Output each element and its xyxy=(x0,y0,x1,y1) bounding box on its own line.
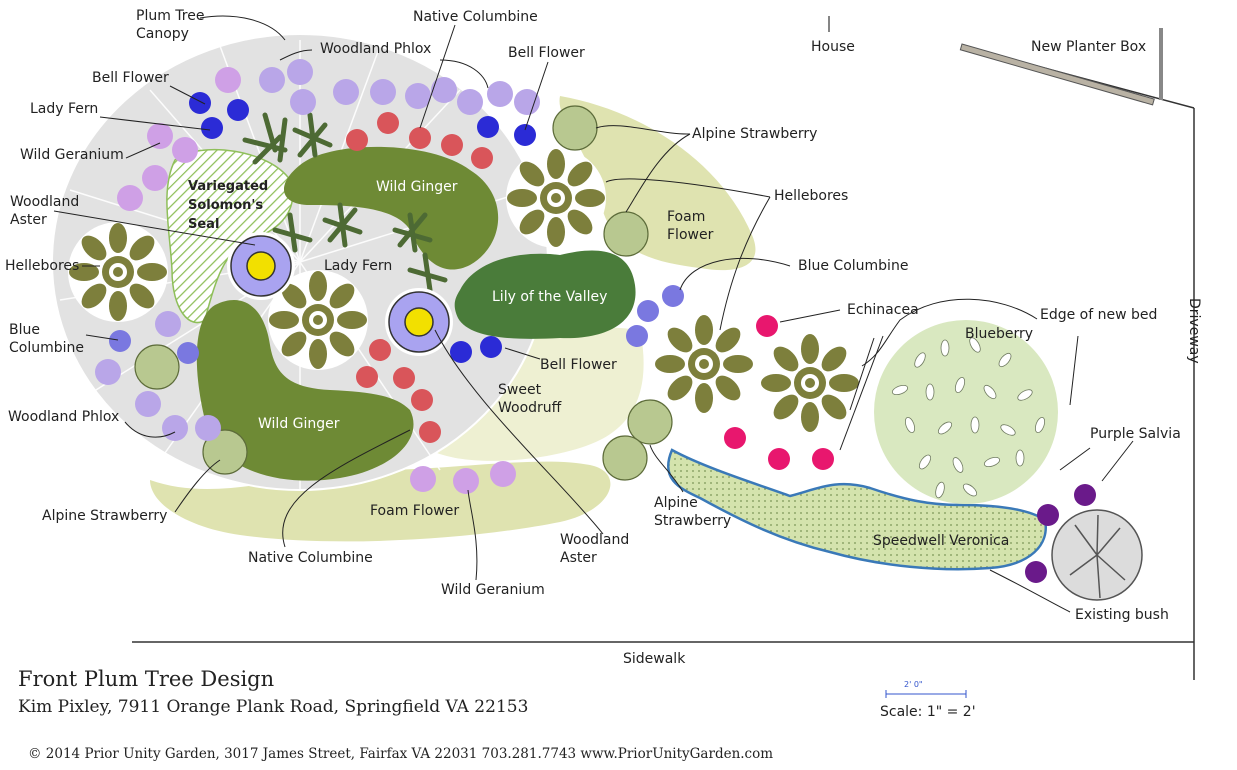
label-native-columbine-bottom: Native Columbine xyxy=(248,550,373,566)
purple-salvia xyxy=(1025,484,1096,583)
client-address: Kim Pixley, 7911 Orange Plank Road, Spri… xyxy=(18,697,529,717)
woodland-phlox xyxy=(95,59,540,441)
scale-bar xyxy=(885,690,967,698)
blue-columbine xyxy=(109,285,684,364)
lady-ferns xyxy=(242,112,448,293)
hellebore-center xyxy=(268,270,368,370)
lily-of-the-valley-bed xyxy=(454,250,636,339)
label-variegated-solomons-seal: Variegated Solomon's Seal xyxy=(188,179,269,232)
label-lily-of-the-valley: Lily of the Valley xyxy=(492,289,608,305)
wild-ginger-top xyxy=(283,146,499,270)
label-hellebores-right: Hellebores xyxy=(774,188,849,204)
wild-geranium xyxy=(117,67,516,494)
alpine-strawberries xyxy=(134,105,673,481)
label-woodland-aster-left: Woodland Aster xyxy=(10,194,80,228)
label-plum-tree-canopy: Plum Tree Canopy xyxy=(136,8,205,42)
hellebore-left xyxy=(68,222,168,322)
design-title: Front Plum Tree Design xyxy=(18,667,275,691)
woodland-aster-left xyxy=(227,232,295,300)
label-edge-of-new-bed: Edge of new bed xyxy=(1040,307,1158,323)
existing-bush-branches xyxy=(1069,514,1126,599)
label-purple-salvia: Purple Salvia xyxy=(1090,426,1181,442)
label-alpine-strawberry-left: Alpine Strawberry xyxy=(42,508,168,524)
label-alpine-strawberry-top: Alpine Strawberry xyxy=(692,126,818,142)
hellebore-right-1 xyxy=(654,314,754,414)
label-wild-geranium-left: Wild Geranium xyxy=(20,147,124,163)
blueberry xyxy=(874,320,1058,504)
label-wild-geranium-bottom: Wild Geranium xyxy=(441,582,545,598)
blueberry-leaves xyxy=(891,337,1046,499)
native-columbine xyxy=(346,112,493,443)
label-bell-flower-top: Bell Flower xyxy=(508,45,585,61)
label-foam-flower-right: Foam Flower xyxy=(667,209,714,243)
bell-flowers xyxy=(189,92,536,363)
leader-lines xyxy=(53,15,1134,613)
label-wild-ginger-top: Wild Ginger xyxy=(376,179,458,195)
new-planter-box xyxy=(959,43,1155,106)
label-woodland-aster-bottom: Woodland Aster xyxy=(560,532,630,566)
copyright-line: © 2014 Prior Unity Garden, 3017 James St… xyxy=(28,746,774,762)
label-driveway: Driveway xyxy=(1186,298,1202,364)
label-existing-bush: Existing bush xyxy=(1075,607,1169,623)
woodland-aster-center xyxy=(385,288,453,356)
label-foam-flower-bottom: Foam Flower xyxy=(370,503,460,519)
hellebore-right-2 xyxy=(760,333,860,433)
solomons-seal-bed xyxy=(166,148,294,324)
scale-text: Scale: 1" = 2' xyxy=(880,704,976,720)
label-bell-flower-top-left: Bell Flower xyxy=(92,70,169,86)
label-wild-ginger-bottom: Wild Ginger xyxy=(258,416,340,432)
label-new-planter-box: New Planter Box xyxy=(1031,39,1147,55)
scale-bar-label: 2' 0" xyxy=(904,680,923,689)
label-woodland-phlox-top: Woodland Phlox xyxy=(320,41,432,57)
label-house: House xyxy=(811,39,855,55)
label-speedwell-veronica: Speedwell Veronica xyxy=(873,533,1010,549)
label-lady-fern-center: Lady Fern xyxy=(324,258,393,274)
label-blue-columbine-right: Blue Columbine xyxy=(798,258,909,274)
label-blueberry: Blueberry xyxy=(965,326,1034,342)
echinacea xyxy=(724,315,834,470)
label-alpine-strawberry-bottom: Alpine Strawberry xyxy=(654,495,732,529)
label-sweet-woodruff: Sweet Woodruff xyxy=(498,382,562,416)
label-lady-fern-left: Lady Fern xyxy=(30,101,99,117)
label-native-columbine-top: Native Columbine xyxy=(413,9,538,25)
hellebore-top xyxy=(506,148,606,248)
label-sidewalk: Sidewalk xyxy=(623,651,686,667)
label-echinacea: Echinacea xyxy=(847,302,919,318)
wild-ginger-bottom xyxy=(196,299,414,481)
label-blue-columbine-left: Blue Columbine xyxy=(9,322,85,356)
label-woodland-phlox-left: Woodland Phlox xyxy=(8,409,120,425)
label-bell-flower-center: Bell Flower xyxy=(540,357,617,373)
foam-flower-bed-right xyxy=(559,96,756,271)
label-hellebores-left: Hellebores xyxy=(5,258,80,274)
